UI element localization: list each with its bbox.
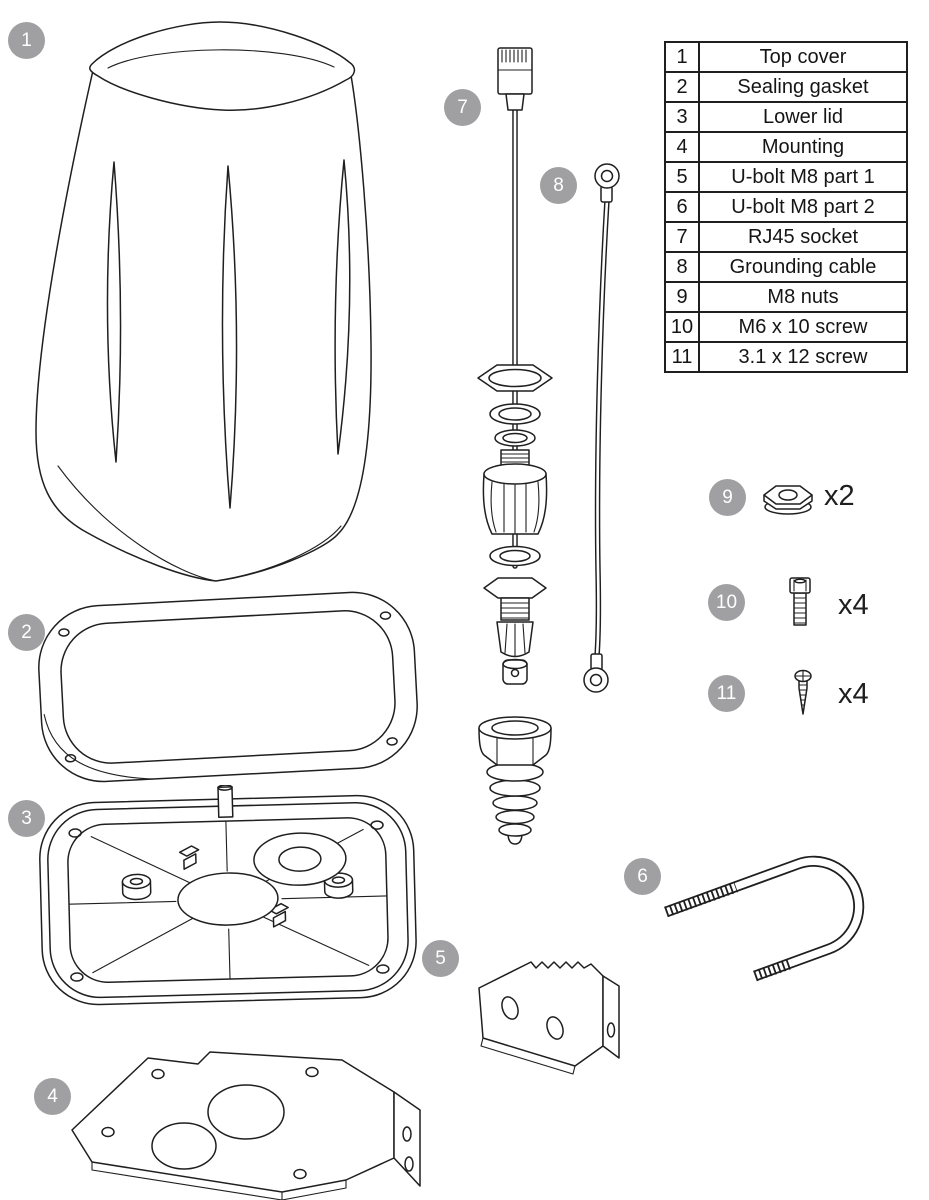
table-row: 5 U-bolt M8 part 1 (664, 161, 908, 193)
table-row: 2 Sealing gasket (664, 71, 908, 103)
part-name: Sealing gasket (698, 71, 908, 103)
gland-body (482, 449, 548, 535)
flange-nut-icon (763, 485, 813, 515)
ring-terminal-bottom (583, 653, 609, 693)
gland-locknut (477, 364, 553, 392)
sealing-gasket-drawing (38, 591, 418, 783)
callout-mounting: 4 (34, 1078, 71, 1115)
table-row: 9 M8 nuts (664, 281, 908, 313)
part-name: U-bolt M8 part 2 (698, 191, 908, 223)
part-number: 11 (664, 341, 700, 373)
table-row: 1 Top cover (664, 41, 908, 73)
table-row: 10 M6 x 10 screw (664, 311, 908, 343)
callout-ubolt-part2: 6 (624, 858, 661, 895)
table-row: 11 3.1 x 12 screw (664, 341, 908, 373)
part-number: 8 (664, 251, 700, 283)
rj45-plug (497, 47, 533, 111)
part-name: Grounding cable (698, 251, 908, 283)
top-cover-drawing (35, 21, 372, 582)
socket-screw-icon (789, 577, 811, 626)
part-name: M6 x 10 screw (698, 311, 908, 343)
part-number: 6 (664, 191, 700, 223)
part-number: 2 (664, 71, 700, 103)
part-name: U-bolt M8 part 1 (698, 161, 908, 193)
callout-m6-screws: 10 (708, 584, 745, 621)
clamping-claw (496, 621, 534, 658)
parts-table: 1 Top cover 2 Sealing gasket 3 Lower lid… (664, 41, 908, 373)
part-number: 9 (664, 281, 700, 313)
table-row: 7 RJ45 socket (664, 221, 908, 253)
table-row: 3 Lower lid (664, 101, 908, 133)
mounting-bracket-drawing (71, 1051, 421, 1200)
part-name: M8 nuts (698, 281, 908, 313)
callout-grounding-cable: 8 (540, 167, 577, 204)
table-row: 8 Grounding cable (664, 251, 908, 283)
callout-sealing-gasket: 2 (8, 614, 45, 651)
lower-lid-drawing (39, 785, 417, 1006)
callout-tapping-screws: 11 (708, 675, 745, 712)
part-name: Lower lid (698, 101, 908, 133)
ring-terminal-top (594, 163, 620, 203)
callout-m8-nuts: 9 (709, 479, 746, 516)
callout-top-cover: 1 (8, 22, 45, 59)
washer (489, 545, 541, 567)
part-number: 10 (664, 311, 700, 343)
strain-relief-gland (478, 716, 552, 845)
callout-lower-lid: 3 (8, 800, 45, 837)
part-number: 1 (664, 41, 700, 73)
tapping-screw-icon (794, 669, 812, 715)
m8-nuts-quantity: x2 (824, 480, 855, 512)
ubolt-bracket-drawing (478, 961, 620, 1075)
table-row: 4 Mounting (664, 131, 908, 163)
part-name: 3.1 x 12 screw (698, 341, 908, 373)
tapping-screws-quantity: x4 (838, 678, 869, 710)
o-rings (489, 403, 541, 447)
gland-thread-stub (483, 577, 547, 621)
part-number: 4 (664, 131, 700, 163)
table-row: 6 U-bolt M8 part 2 (664, 191, 908, 223)
ubolt-drawing (664, 855, 865, 982)
part-number: 3 (664, 101, 700, 133)
part-name: RJ45 socket (698, 221, 908, 253)
callout-rj45-socket: 7 (444, 89, 481, 126)
part-number: 5 (664, 161, 700, 193)
m6-screws-quantity: x4 (838, 589, 869, 621)
part-name: Mounting (698, 131, 908, 163)
seal-insert (502, 658, 528, 685)
part-name: Top cover (698, 41, 908, 73)
callout-ubolt-part1: 5 (422, 940, 459, 977)
grounding-cable-drawing (583, 163, 620, 693)
rj45-cable-gland-drawing (477, 47, 553, 845)
part-number: 7 (664, 221, 700, 253)
